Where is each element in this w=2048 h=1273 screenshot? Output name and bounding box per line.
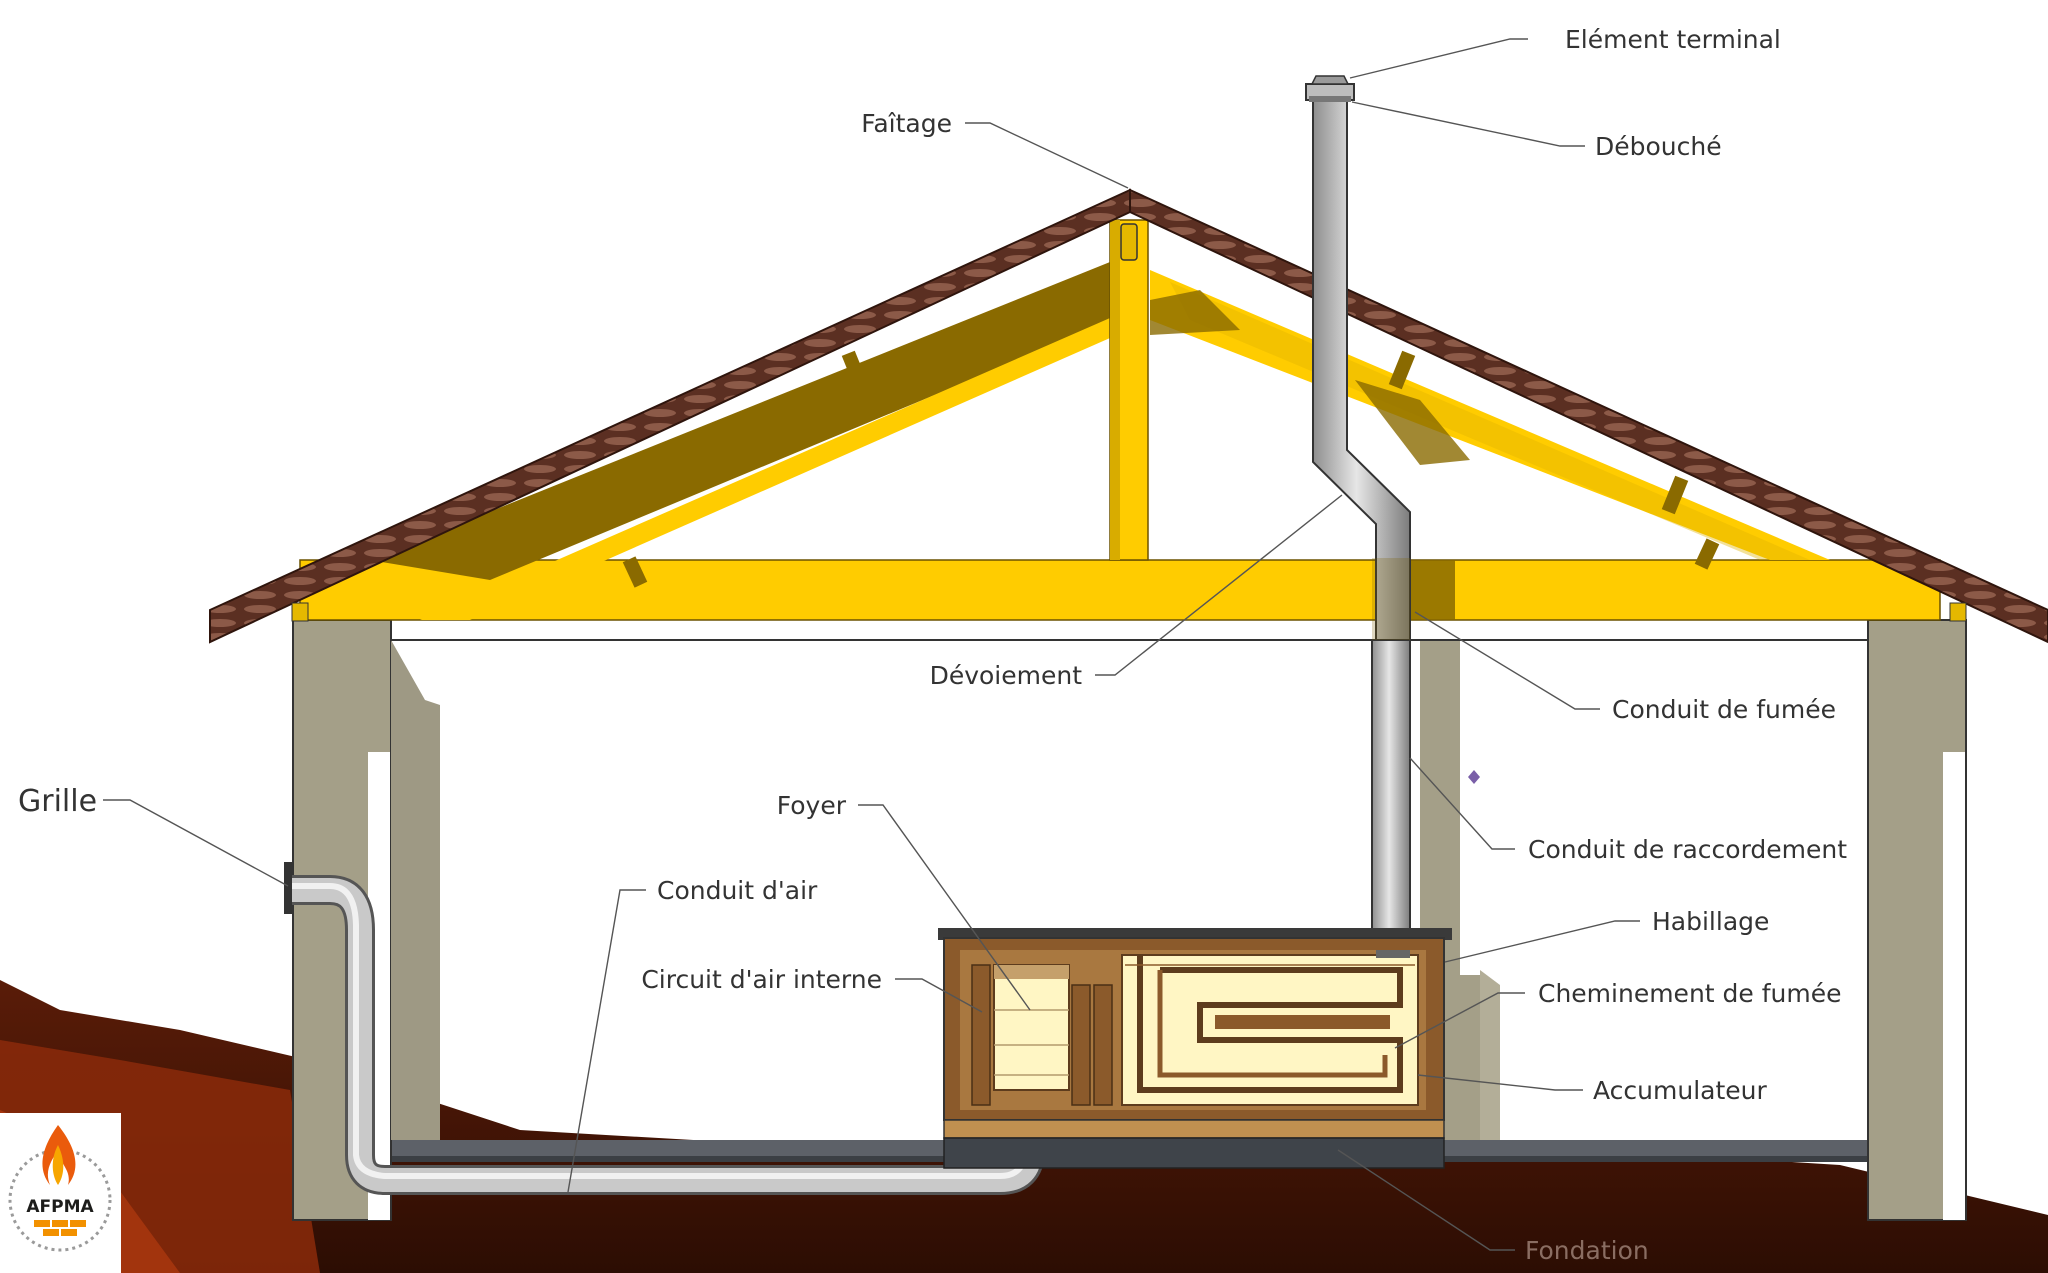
label-cheminement-fumee: Cheminement de fumée xyxy=(1538,979,1842,1008)
label-conduit-raccordement: Conduit de raccordement xyxy=(1528,835,1847,864)
leader-lines xyxy=(103,38,1640,1251)
air-grille xyxy=(284,862,292,914)
brick-icon xyxy=(34,1220,86,1236)
foyer-chamber xyxy=(993,964,1070,1091)
label-habillage: Habillage xyxy=(1652,907,1769,936)
afpma-logo: AFPMA xyxy=(0,1113,121,1273)
logo-name: AFPMA xyxy=(26,1197,94,1217)
masonry-stove xyxy=(938,928,1452,1169)
label-debouche: Débouché xyxy=(1595,132,1722,161)
roof-covering xyxy=(209,188,2048,644)
roof-truss xyxy=(299,219,1941,621)
small-diamond-marker xyxy=(1468,770,1480,784)
label-grille: Grille xyxy=(18,784,97,819)
label-faitage: Faîtage xyxy=(861,109,952,138)
right-wall xyxy=(1867,619,1967,1221)
label-accumulateur: Accumulateur xyxy=(1593,1076,1767,1105)
label-conduit-fumee: Conduit de fumée xyxy=(1612,695,1836,724)
chimney-flue xyxy=(1305,75,1411,961)
label-fondation: Fondation xyxy=(1525,1236,1649,1265)
label-conduit-air: Conduit d'air xyxy=(657,876,818,905)
label-foyer: Foyer xyxy=(777,791,847,820)
label-devoiement: Dévoiement xyxy=(930,661,1083,690)
label-circuit-air-interne: Circuit d'air interne xyxy=(641,965,882,994)
label-element-terminal: Elément terminal xyxy=(1565,25,1781,54)
flame-icon xyxy=(42,1125,76,1185)
